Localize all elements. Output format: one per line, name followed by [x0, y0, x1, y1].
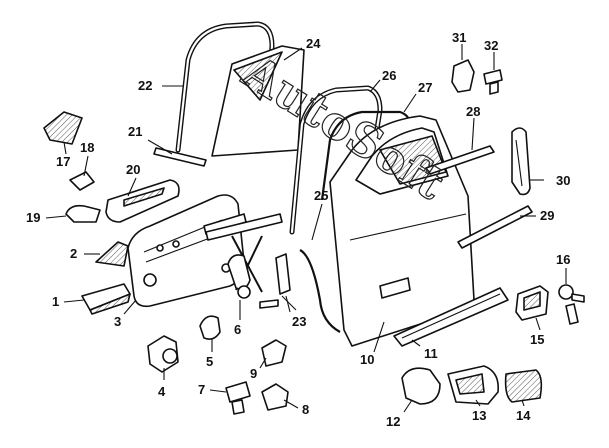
label-29: 29 — [540, 208, 554, 223]
label-31: 31 — [452, 30, 466, 45]
part-28-belt-molding — [425, 145, 495, 175]
part-6-window-regulator — [205, 213, 283, 309]
part-26-door-frame-seal — [289, 85, 383, 235]
part-11-sill-molding — [393, 287, 509, 347]
leader-lines — [45, 44, 567, 413]
part-numbers: 1 2 3 4 5 6 7 8 9 10 11 12 13 14 15 16 1… — [26, 30, 570, 429]
part-16-lock-cylinder-key — [558, 284, 585, 325]
label-19: 19 — [26, 210, 40, 225]
part-14-mirror-glass — [504, 369, 543, 403]
label-13: 13 — [472, 408, 486, 423]
door-shell — [329, 115, 475, 347]
label-6: 6 — [234, 322, 241, 337]
part-4-door-check — [147, 335, 179, 373]
part-3-door-trim-panel — [127, 194, 247, 308]
label-22: 22 — [138, 78, 152, 93]
part-22-window-frame-seal — [175, 21, 275, 153]
label-23: 23 — [292, 314, 306, 329]
label-5: 5 — [206, 354, 213, 369]
label-3: 3 — [114, 314, 121, 329]
part-30-pillar-trim — [511, 127, 531, 196]
part-17-lock-housing — [43, 111, 83, 145]
part-21-glass-channel — [153, 147, 207, 167]
part-5-plug — [199, 315, 221, 340]
label-1: 1 — [52, 294, 59, 309]
label-7: 7 — [198, 382, 205, 397]
part-7-striker-bolt — [225, 381, 251, 415]
part-31-hinge-pin — [451, 59, 475, 93]
part-29-side-molding — [457, 205, 533, 249]
label-17: 17 — [56, 154, 70, 169]
part-18-clip — [69, 171, 95, 191]
part-1-armrest — [81, 283, 131, 315]
label-10: 10 — [360, 352, 374, 367]
label-2: 2 — [70, 246, 77, 261]
label-16: 16 — [556, 252, 570, 267]
label-28: 28 — [466, 104, 480, 119]
label-20: 20 — [126, 162, 140, 177]
part-13-mirror-housing — [447, 365, 500, 405]
label-21: 21 — [128, 124, 142, 139]
label-8: 8 — [302, 402, 309, 417]
part-25-door-seal — [299, 249, 341, 333]
part-2-speaker-grille — [95, 241, 129, 267]
part-23-lock-rod — [275, 253, 297, 311]
part-19-inner-handle — [65, 204, 101, 223]
label-18: 18 — [80, 140, 94, 155]
label-14: 14 — [516, 408, 531, 423]
label-25: 25 — [314, 188, 328, 203]
label-24: 24 — [306, 36, 321, 51]
part-32-screw — [483, 69, 503, 95]
part-20-handle-bezel — [105, 179, 180, 223]
part-8-hinge — [261, 383, 289, 411]
label-12: 12 — [386, 414, 400, 429]
label-30: 30 — [556, 173, 570, 188]
label-27: 27 — [418, 80, 432, 95]
label-15: 15 — [530, 332, 544, 347]
label-4: 4 — [158, 384, 166, 399]
label-26: 26 — [382, 68, 396, 83]
label-9: 9 — [250, 366, 257, 381]
part-15-outside-handle — [515, 285, 549, 321]
part-9-bracket — [261, 339, 287, 367]
label-11: 11 — [424, 346, 438, 361]
part-12-mirror-cover — [401, 367, 441, 405]
part-24-door-glass — [211, 45, 305, 157]
label-32: 32 — [484, 38, 498, 53]
